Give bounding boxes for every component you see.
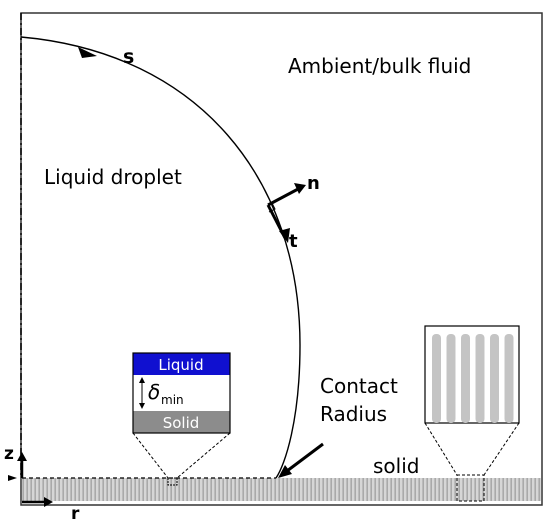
normal-vector: [267, 186, 301, 207]
inset-film-box: Liquid Solid δ min: [132, 352, 231, 434]
inset-border: [132, 352, 231, 434]
normal-arrowhead: [294, 183, 306, 194]
pillar: [504, 334, 514, 423]
s-label: s: [123, 46, 134, 68]
origin-marker: [8, 475, 17, 481]
inset-liquid-label: Liquid: [158, 356, 203, 374]
contact-radius-arrowhead: [278, 465, 292, 478]
contact-radius-label-line1: Contact: [320, 374, 398, 398]
pillar: [461, 334, 470, 423]
tangent-label: t: [289, 231, 298, 252]
delta-arrow-up: [139, 377, 145, 383]
inset-zoom-region: [167, 477, 178, 486]
delta-subscript: min: [161, 393, 184, 407]
inset-solid-label: Solid: [163, 414, 200, 432]
z-axis-arrowhead: [17, 452, 27, 461]
pillar-zoom-region: [456, 474, 485, 502]
domain-border: [20, 12, 543, 506]
solid-label: solid: [373, 454, 419, 478]
pillar-array: [432, 334, 514, 423]
pillar-zoom-line-left: [424, 422, 458, 476]
delta-arrow-down: [139, 403, 145, 409]
pillar: [432, 334, 441, 423]
solid-substrate: [22, 478, 541, 501]
pillar-inset-box: [424, 325, 520, 424]
pillar: [446, 334, 456, 423]
pillar: [475, 334, 485, 423]
pillar: [490, 334, 499, 423]
delta-symbol: δ: [148, 380, 160, 404]
right-angle-marker: [268, 202, 276, 213]
r-axis-label: r: [71, 504, 80, 524]
s-direction-arrowhead: [78, 47, 97, 58]
ambient-fluid-label: Ambient/bulk fluid: [288, 54, 471, 78]
inset-zoom-line-right: [176, 432, 231, 479]
z-axis-label: z: [4, 444, 14, 464]
inset-gap-layer: [133, 375, 230, 411]
pillar-zoom-line-right: [483, 422, 520, 476]
contact-radius-label-line2: Radius: [320, 402, 387, 426]
tangent-arrowhead: [279, 228, 290, 243]
inset-liquid-layer: [133, 353, 230, 375]
normal-label: n: [307, 173, 320, 194]
inset-solid-layer: [133, 411, 230, 433]
contact-radius-arrow: [286, 442, 324, 473]
inset-zoom-line-left: [132, 432, 169, 479]
liquid-droplet-label: Liquid droplet: [44, 165, 182, 189]
r-axis-arrowhead: [44, 497, 53, 507]
droplet-interface: [20, 36, 301, 479]
